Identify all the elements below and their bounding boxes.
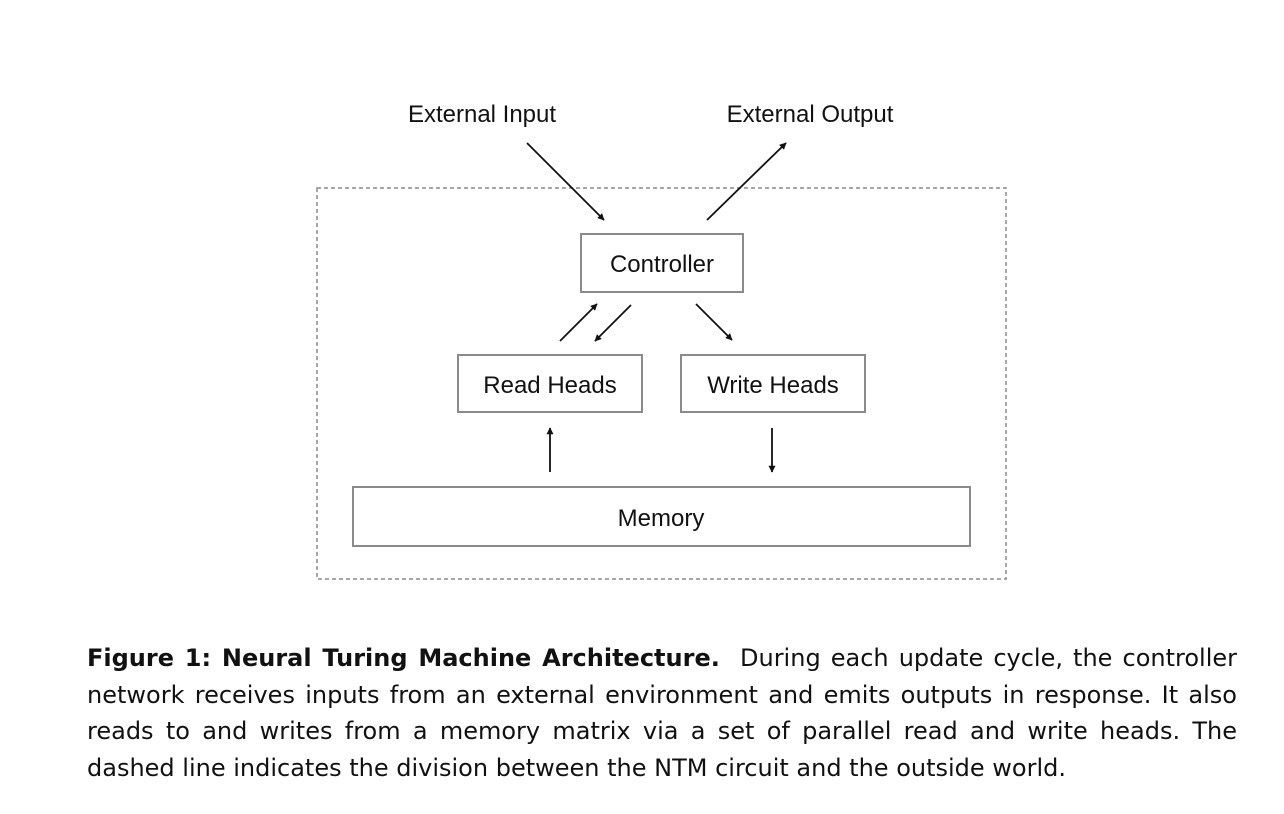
figure-caption: Figure 1: Neural Turing Machine Architec… [87,640,1237,786]
controller-to-read-heads-arrow [594,304,632,342]
caption-figure-label: Figure 1: Neural Turing Machine Architec… [87,644,720,672]
write-heads-box [680,354,866,413]
ntm-architecture-diagram: External Input External Output Controlle… [316,101,1007,580]
read-heads-node: Read Heads [457,354,643,413]
external-input-label: External Input [408,101,556,128]
controller-box [580,233,744,293]
external-output-label: External Output [727,101,894,128]
write-heads-node: Write Heads [680,354,866,413]
external-output-arrow [706,142,787,221]
external-input-arrow [526,142,605,221]
controller-node: Controller [580,233,744,293]
controller-label: Controller [610,251,714,278]
read-heads-to-controller-arrow [559,303,598,342]
read-heads-box [457,354,643,413]
memory-node: Memory [352,486,971,547]
ntm-boundary-dashed-box [316,187,1007,580]
write-heads-label: Write Heads [707,372,839,399]
caption-text: During each update cycle, the controller… [87,644,1238,782]
memory-label: Memory [618,505,705,532]
controller-to-write-heads-arrow [695,303,733,341]
read-heads-label: Read Heads [483,372,616,399]
memory-box [352,486,971,547]
